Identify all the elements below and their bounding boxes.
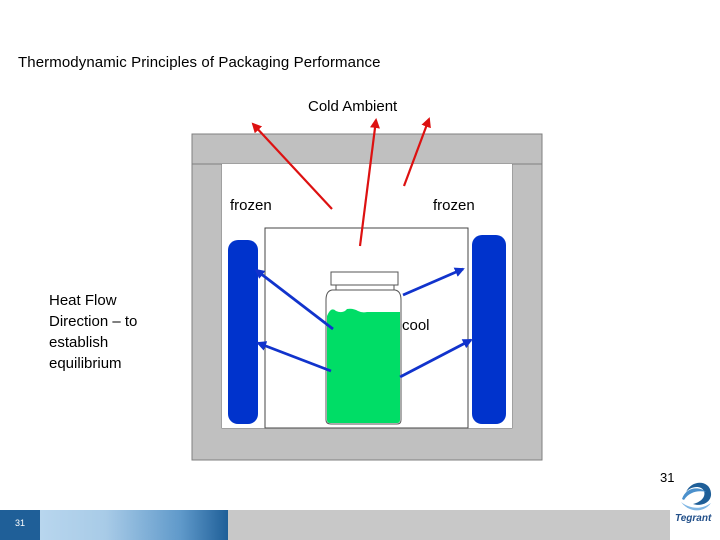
page-number: 31 [660,470,675,485]
heat-flow-arrow-upper-right [402,267,465,297]
heat-flow-label: Heat Flow Direction – to establish equil… [49,292,138,372]
slide-title: Thermodynamic Principles of Packaging Pe… [18,54,381,71]
left-frozen-pack [228,240,258,424]
ambient-arrow-left [251,122,333,210]
heat-flow-arrow-upper-left [254,268,334,331]
heat-flow-arrow-lower-left [256,341,332,373]
brand-logo-text: Tegrant [675,513,712,524]
ambient-arrow-center [358,118,380,247]
left-pack-label: frozen [230,197,272,214]
heat-flow-arrow-lower-right [399,338,473,379]
right-pack-label: frozen [433,197,475,214]
ambient-label: Cold Ambient [308,98,398,115]
product-liquid [327,308,400,423]
footer-decorative-gradient [40,510,228,540]
insulation-lid [191,133,543,165]
product-label: cool [402,317,430,334]
footer-page-box [0,510,40,540]
ambient-arrow-right [402,117,431,187]
footer-page-number: 31 [14,518,25,528]
product-cap [330,271,399,286]
swirl-logo-icon [681,482,712,511]
footer-bar: 31 [0,510,670,540]
right-frozen-pack [472,235,506,424]
footer-main-band [228,510,670,540]
footer-copyright: © 2008 Tegrant Corporation, ThermoSafe B… [232,18,396,27]
